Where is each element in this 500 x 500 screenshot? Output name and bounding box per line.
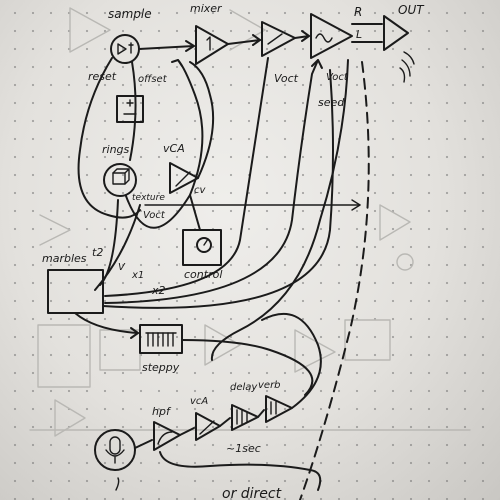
label-voct-right: Voct bbox=[326, 72, 349, 83]
bleed-through-sketches bbox=[29, 7, 471, 437]
hpf-curve-icon bbox=[157, 431, 173, 445]
steppy-module bbox=[139, 324, 183, 354]
vca-triangle bbox=[169, 162, 199, 194]
handwritten-labels: sample mixer reset offset rings vCA Voct… bbox=[42, 2, 425, 500]
label-vca-top: vCA bbox=[163, 142, 185, 155]
stereo-vca-triangle bbox=[310, 13, 353, 59]
marbles-module bbox=[47, 269, 104, 314]
label-t2: t2 bbox=[92, 246, 103, 259]
label-hpf: hpf bbox=[152, 405, 172, 418]
hpf-triangle bbox=[153, 421, 181, 451]
label-marbles: marbles bbox=[42, 252, 87, 265]
label-voct-rings: Voct bbox=[143, 210, 166, 221]
label-sample: sample bbox=[108, 7, 152, 21]
speaker-waves-icon bbox=[399, 51, 415, 83]
delay-bars-icon bbox=[236, 409, 248, 425]
label-r: R bbox=[354, 5, 362, 19]
amp-ramp-icon bbox=[267, 33, 283, 45]
label-control: control bbox=[184, 268, 222, 281]
vca-ramp-icon bbox=[175, 171, 191, 187]
delay-triangle bbox=[231, 404, 259, 431]
label-reset: reset bbox=[88, 70, 117, 83]
rings-module bbox=[103, 163, 137, 197]
out-triangle bbox=[383, 15, 409, 51]
label-delay: delay bbox=[230, 382, 258, 393]
label-mixer: mixer bbox=[190, 2, 223, 15]
label-offset: offset bbox=[138, 74, 168, 85]
label-steppy: steppy bbox=[142, 361, 180, 374]
label-rings: rings bbox=[102, 143, 130, 156]
label-vca-bottom: vcA bbox=[190, 396, 208, 407]
label-seed: seed bbox=[318, 96, 345, 109]
amp-triangle bbox=[261, 21, 296, 57]
patch-cables bbox=[74, 30, 370, 500]
label-out: OUT bbox=[398, 3, 425, 17]
label-cv: cv bbox=[194, 185, 206, 196]
verb-bars-icon bbox=[270, 401, 277, 415]
label-verb: verb bbox=[258, 380, 281, 391]
control-module bbox=[182, 229, 222, 266]
label-voct-mixer: Voct bbox=[274, 72, 299, 85]
label-x2: x2 bbox=[151, 284, 166, 297]
sample-hold-module bbox=[110, 34, 140, 64]
stereo-vca-mark bbox=[315, 33, 333, 43]
label-x1: x1 bbox=[131, 270, 144, 281]
verb-triangle bbox=[265, 395, 293, 423]
microphone-icon bbox=[94, 429, 136, 471]
label-nsec: ~1sec bbox=[226, 442, 261, 455]
mixer-mark bbox=[206, 36, 211, 51]
vca-bottom-ramp-icon bbox=[199, 420, 215, 435]
label-l: L bbox=[356, 28, 362, 41]
mixer-triangle bbox=[195, 25, 229, 65]
label-or-direct: or direct bbox=[222, 486, 282, 500]
button-box bbox=[116, 95, 144, 123]
vca-bottom-triangle bbox=[195, 412, 221, 441]
label-voct-marbles: V bbox=[118, 262, 126, 273]
label-texture: texture bbox=[132, 193, 165, 203]
